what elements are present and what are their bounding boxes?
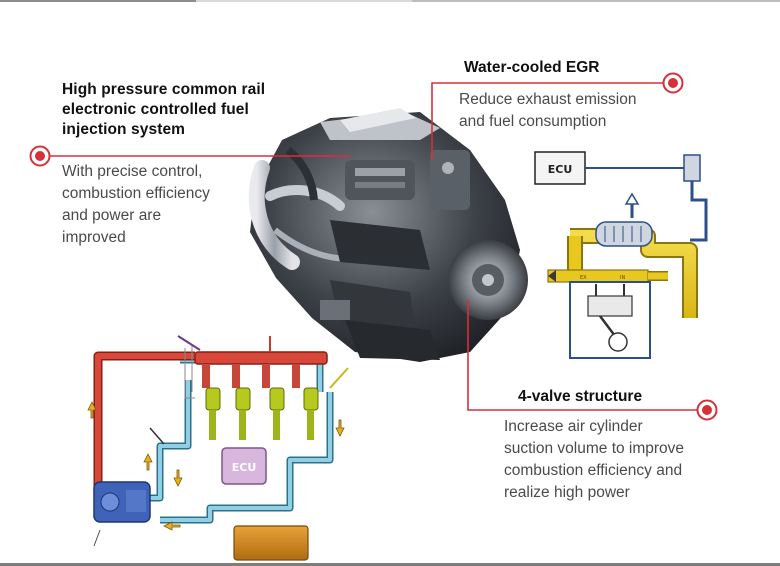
- fuel-injection-title: High pressure common rail electronic con…: [62, 81, 266, 138]
- egr-ecu-label: ECU: [548, 163, 573, 176]
- common-rail: [194, 351, 328, 365]
- callout-markers: [29, 72, 718, 421]
- valve-description: Increase air cylinder suction volume to …: [504, 418, 685, 501]
- fuel-system-schematic: ECU: [87, 335, 349, 561]
- bottom-border: [0, 563, 780, 566]
- fuel-tank: [233, 525, 309, 561]
- egr-title: Water-cooled EGR: [464, 59, 600, 76]
- valve-callout-line: [467, 300, 707, 411]
- svg-text:EX: EX: [580, 275, 587, 281]
- egr-callout-marker: [662, 72, 684, 94]
- egr-callout-line: [431, 82, 673, 160]
- egr-schematic: ECU EX IN: [534, 151, 708, 359]
- high-pressure-pump: [93, 481, 151, 523]
- callout-lines: [40, 82, 707, 411]
- valve-callout-marker: [696, 399, 718, 421]
- engine-illustration: [248, 108, 528, 362]
- fuel-ecu-label: ECU: [232, 461, 257, 474]
- valve-title: 4-valve structure: [518, 388, 643, 405]
- top-border: [0, 0, 780, 2]
- fuel-callout-marker: [29, 145, 51, 167]
- fuel-ecu-box: [221, 447, 267, 485]
- top-border-left-segment: [0, 0, 196, 2]
- egr-description: Reduce exhaust emission and fuel consump…: [459, 91, 637, 130]
- injectors: [202, 364, 319, 440]
- svg-text:IN: IN: [620, 275, 625, 281]
- top-border-right-segment: [412, 0, 780, 2]
- egr-ecu-box: [534, 151, 586, 185]
- fuel-injection-description: With precise control, combustion efficie…: [62, 163, 210, 246]
